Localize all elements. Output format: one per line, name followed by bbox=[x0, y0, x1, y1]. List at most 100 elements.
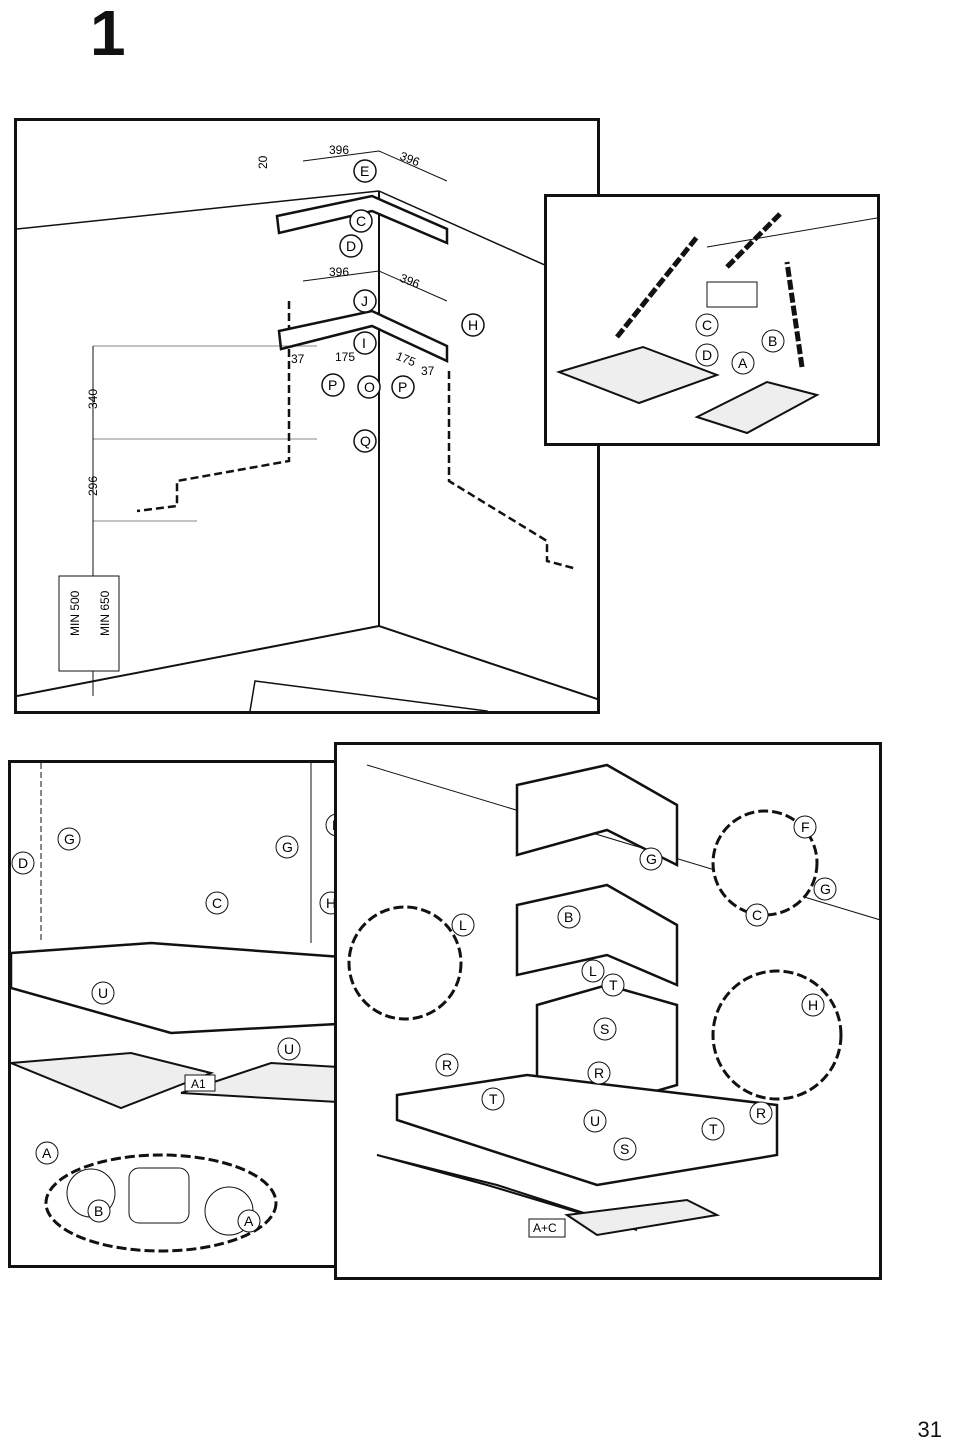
svg-text:U: U bbox=[590, 1113, 600, 1129]
filter-tag: A1 bbox=[184, 1074, 216, 1092]
dim-175-a: 175 bbox=[335, 350, 355, 364]
dim-340: 340 bbox=[86, 389, 100, 409]
callout-a-right: A bbox=[237, 1209, 261, 1233]
hood-assembly-drawing: G F G C L B L T S R R T U S T R H A+C bbox=[347, 763, 879, 1238]
callout-r-left: R bbox=[435, 1053, 459, 1077]
callout-d: D bbox=[695, 343, 719, 367]
svg-text:I: I bbox=[362, 335, 366, 351]
svg-text:P: P bbox=[328, 377, 337, 393]
callout-l: L bbox=[581, 959, 605, 983]
svg-text:A: A bbox=[738, 355, 748, 371]
callout-t-top: T bbox=[601, 973, 625, 997]
callout-a: A bbox=[731, 351, 755, 375]
svg-text:O: O bbox=[364, 379, 375, 395]
dim-396-a: 396 bbox=[329, 143, 349, 157]
callout-l-detail: L bbox=[451, 913, 475, 937]
svg-text:P: P bbox=[398, 379, 407, 395]
panel-wall-fixing: 20 396 396 396 396 37 175 175 37 340 296… bbox=[14, 118, 600, 714]
callout-b: B bbox=[87, 1199, 111, 1223]
filter-tag: A+C bbox=[528, 1218, 566, 1238]
svg-text:B: B bbox=[564, 909, 573, 925]
callout-u: U bbox=[583, 1109, 607, 1133]
svg-text:J: J bbox=[361, 293, 368, 309]
svg-text:H: H bbox=[326, 895, 336, 911]
callout-c: C bbox=[205, 891, 229, 915]
svg-text:L: L bbox=[589, 963, 597, 979]
svg-text:B: B bbox=[768, 333, 777, 349]
svg-text:H: H bbox=[808, 997, 818, 1013]
callout-c: C bbox=[745, 903, 769, 927]
callout-g-top: G bbox=[639, 847, 663, 871]
callout-d: D bbox=[339, 234, 363, 258]
svg-text:E: E bbox=[360, 163, 369, 179]
svg-text:D: D bbox=[702, 347, 712, 363]
svg-text:B: B bbox=[94, 1203, 103, 1219]
svg-text:A: A bbox=[244, 1213, 254, 1229]
callout-e: E bbox=[353, 159, 377, 183]
wall-fixing-drawing: 20 396 396 396 396 37 175 175 37 340 296… bbox=[17, 143, 597, 711]
min-650-label: MIN 650 bbox=[98, 590, 112, 636]
svg-text:D: D bbox=[346, 238, 356, 254]
svg-text:G: G bbox=[646, 851, 657, 867]
dim-396-c: 396 bbox=[329, 265, 349, 279]
svg-text:C: C bbox=[752, 907, 762, 923]
panel-hood-assembly: G F G C L B L T S R R T U S T R H A+C bbox=[334, 742, 882, 1280]
min-500-label: MIN 500 bbox=[68, 590, 82, 636]
dim-396-b: 396 bbox=[398, 149, 422, 170]
svg-text:C: C bbox=[356, 213, 366, 229]
svg-text:R: R bbox=[594, 1065, 604, 1081]
callout-g-right: G bbox=[275, 835, 299, 859]
svg-text:D: D bbox=[18, 855, 28, 871]
svg-text:H: H bbox=[468, 317, 478, 333]
callout-r-right: R bbox=[749, 1101, 773, 1125]
callout-o: O bbox=[357, 375, 381, 399]
svg-text:G: G bbox=[64, 831, 75, 847]
svg-text:F: F bbox=[801, 819, 810, 835]
svg-text:T: T bbox=[709, 1121, 718, 1137]
svg-text:Q: Q bbox=[360, 433, 371, 449]
svg-text:T: T bbox=[489, 1091, 498, 1107]
motor-detail-drawing: G D G D C H U U A B A A1 bbox=[11, 763, 349, 1253]
callout-p-left: P bbox=[321, 373, 345, 397]
callout-q: Q bbox=[353, 429, 377, 453]
svg-text:C: C bbox=[212, 895, 222, 911]
svg-text:G: G bbox=[820, 881, 831, 897]
svg-text:G: G bbox=[282, 839, 293, 855]
callout-a-left: A bbox=[35, 1141, 59, 1165]
callout-c: C bbox=[349, 209, 373, 233]
svg-text:U: U bbox=[284, 1041, 294, 1057]
callout-j: J bbox=[353, 289, 377, 313]
callout-u-left: U bbox=[91, 981, 115, 1005]
callout-s-bottom: S bbox=[613, 1137, 637, 1161]
svg-text:T: T bbox=[609, 977, 618, 993]
svg-text:R: R bbox=[756, 1105, 766, 1121]
svg-text:A1: A1 bbox=[191, 1077, 206, 1091]
callout-g-left: G bbox=[57, 827, 81, 851]
dim-37-b: 37 bbox=[421, 364, 435, 378]
callout-d-left: D bbox=[11, 851, 35, 875]
svg-text:A: A bbox=[42, 1145, 52, 1161]
callout-g-right: G bbox=[813, 877, 837, 901]
callout-h: H bbox=[461, 313, 485, 337]
dim-20: 20 bbox=[256, 155, 270, 169]
callout-r-mid: R bbox=[587, 1061, 611, 1085]
svg-text:R: R bbox=[442, 1057, 452, 1073]
callout-f: F bbox=[793, 815, 817, 839]
callout-b: B bbox=[557, 905, 581, 929]
dim-37-a: 37 bbox=[291, 352, 305, 366]
svg-text:A+C: A+C bbox=[533, 1221, 557, 1235]
callout-s-top: S bbox=[593, 1017, 617, 1041]
callout-p-right: P bbox=[391, 375, 415, 399]
callout-t-left: T bbox=[481, 1087, 505, 1111]
svg-text:C: C bbox=[702, 317, 712, 333]
callout-u-right: U bbox=[277, 1037, 301, 1061]
svg-text:S: S bbox=[620, 1141, 629, 1157]
svg-text:U: U bbox=[98, 985, 108, 1001]
callout-c: C bbox=[695, 313, 719, 337]
dim-175-b: 175 bbox=[394, 349, 418, 370]
grease-filter-drawing: C B D A bbox=[555, 210, 877, 435]
step-number: 1 bbox=[90, 0, 126, 69]
page-number: 31 bbox=[917, 1417, 942, 1442]
dim-296: 296 bbox=[86, 476, 100, 496]
callout-b: B bbox=[761, 329, 785, 353]
